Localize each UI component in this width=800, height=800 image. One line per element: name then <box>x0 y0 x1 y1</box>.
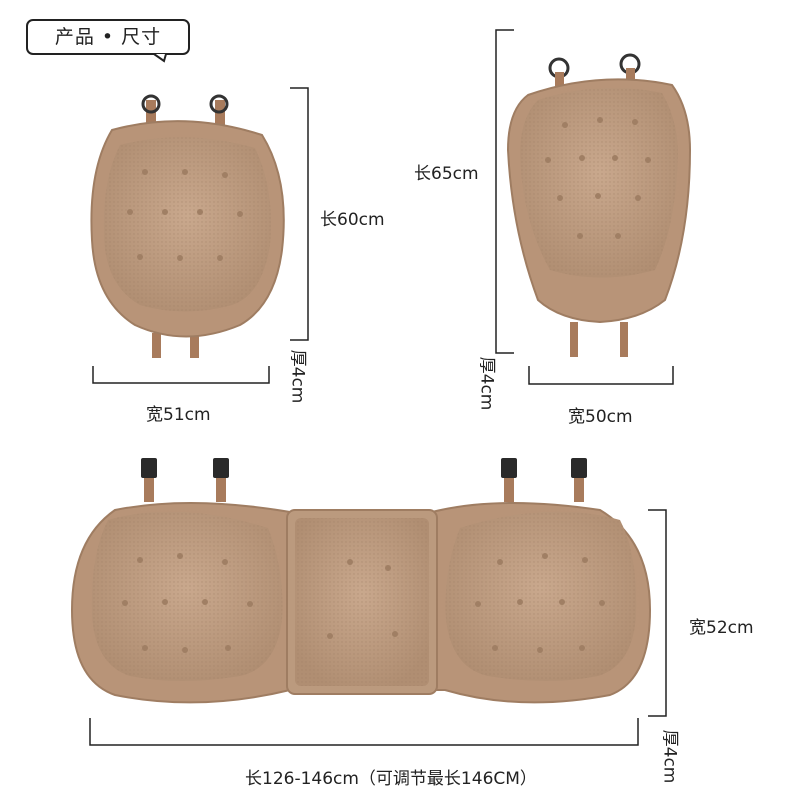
strap <box>146 100 156 130</box>
back-seat-length-label: 长65cm <box>414 164 479 184</box>
rear-bench-thickness-label: 厚4cm <box>659 729 680 784</box>
page-title: 产品 • 尺寸 <box>54 26 162 48</box>
tag-frame <box>26 19 190 63</box>
front-seat-cushion <box>90 94 285 358</box>
strap <box>152 333 161 358</box>
front-seat-width-label: 宽51cm <box>146 405 211 425</box>
buckle-icon <box>141 458 157 478</box>
rear-bench-length-label: 长126-146cm（可调节最长146CM） <box>245 769 537 789</box>
strap <box>190 333 199 358</box>
back-seat-width-label: 宽50cm <box>568 407 633 427</box>
buckle-icon <box>501 458 517 478</box>
rear-bench-cushion <box>70 458 652 704</box>
back-seat-dimension-lines <box>495 29 674 385</box>
buckle-icon <box>213 458 229 478</box>
front-seat-dimension-lines <box>92 87 309 384</box>
product-size-tag: 产品 • 尺寸 <box>26 19 190 63</box>
front-seat-length-label: 长60cm <box>320 210 385 230</box>
rear-bench-width-label: 宽52cm <box>689 618 754 638</box>
front-seat-thickness-label: 厚4cm <box>287 349 308 404</box>
rear-bench-dimension-lines <box>89 509 667 746</box>
back-seat-thickness-label: 厚4cm <box>476 356 497 411</box>
strap-hook-icon <box>141 94 161 114</box>
strap-hook-icon <box>209 94 229 114</box>
back-seat-cushion <box>506 53 692 357</box>
strap <box>215 100 225 130</box>
buckle-icon <box>571 458 587 478</box>
